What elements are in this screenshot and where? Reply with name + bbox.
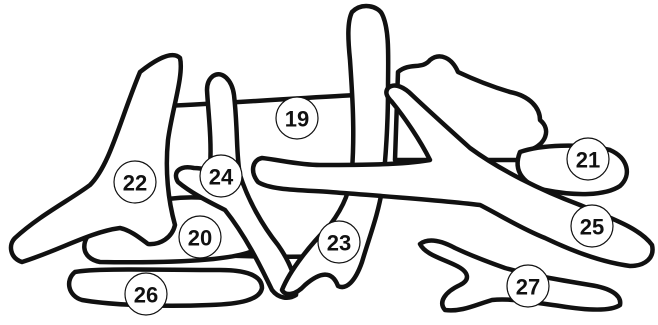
piece-22-branch [11, 55, 181, 262]
badge-26-label: 26 [134, 283, 158, 308]
badge-19: 19 [276, 97, 318, 139]
badge-25: 25 [571, 205, 613, 247]
badge-25-label: 25 [580, 215, 604, 240]
badge-24: 24 [200, 155, 242, 197]
badge-27: 27 [507, 265, 549, 307]
badge-27-label: 27 [516, 275, 540, 300]
badge-20: 20 [179, 216, 221, 258]
badge-26: 26 [125, 273, 167, 315]
badge-21-label: 21 [576, 148, 600, 173]
badge-24-label: 24 [209, 165, 234, 190]
badge-21: 21 [567, 138, 609, 180]
badge-22: 22 [114, 161, 156, 203]
badge-23: 23 [318, 221, 360, 263]
badge-22-label: 22 [123, 171, 147, 196]
badge-19-label: 19 [285, 107, 309, 132]
badge-23-label: 23 [327, 231, 351, 256]
badge-20-label: 20 [188, 226, 212, 251]
